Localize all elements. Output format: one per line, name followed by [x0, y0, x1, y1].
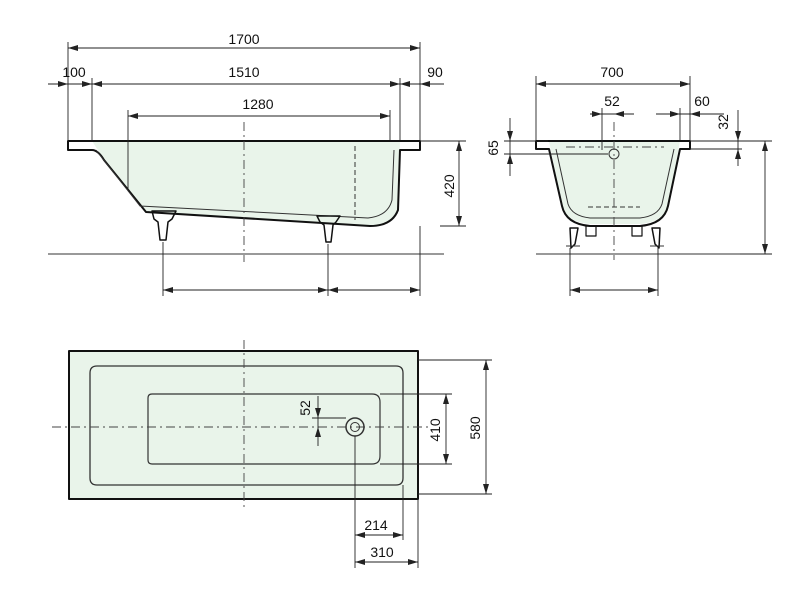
- dim-plan-waste-offset: 52: [297, 400, 313, 416]
- end-waste-circle: [608, 148, 620, 160]
- plan-view: 52 410 580 214 310: [52, 340, 492, 568]
- end-view: 700 52 60 32 65: [485, 64, 772, 296]
- dim-rim-height: 32: [715, 114, 731, 130]
- plan-waste-inner: [350, 422, 360, 432]
- plan-inner-basin: [89, 365, 404, 486]
- side-tub-fill: [68, 141, 400, 226]
- side-leg-right: [316, 215, 341, 243]
- dim-inner-length: 1510: [228, 64, 259, 80]
- dim-plan-overall-width: 580: [467, 416, 483, 440]
- side-tub-outline: [67, 140, 421, 227]
- dim-right-rim: 90: [427, 64, 443, 80]
- dim-height: 420: [441, 174, 457, 198]
- end-legs: [566, 225, 664, 249]
- side-view: 1700 100 1510 90 1280 420: [48, 31, 466, 296]
- dim-end-waste-offset: 52: [604, 93, 620, 109]
- plan-bottom-panel: [147, 393, 381, 465]
- dim-rim-depth: 65: [485, 140, 501, 156]
- dim-rim-flange: 60: [694, 93, 710, 109]
- dim-plan-inner-width: 410: [427, 418, 443, 442]
- dim-bottom-length: 1280: [242, 96, 273, 112]
- end-inner-line: [555, 148, 675, 219]
- plan-outer-rim: [68, 350, 419, 500]
- end-tub-fill: [549, 141, 680, 224]
- side-inner-line: [95, 149, 395, 219]
- dim-plan-waste-region: 310: [370, 544, 394, 560]
- plan-outer-fill: [69, 351, 418, 499]
- dim-overall-length: 1700: [228, 31, 259, 47]
- dim-left-rim: 100: [62, 64, 86, 80]
- dim-plan-waste-from-end: 214: [364, 517, 388, 533]
- dim-end-width: 700: [600, 64, 624, 80]
- side-leg-left: [151, 210, 177, 241]
